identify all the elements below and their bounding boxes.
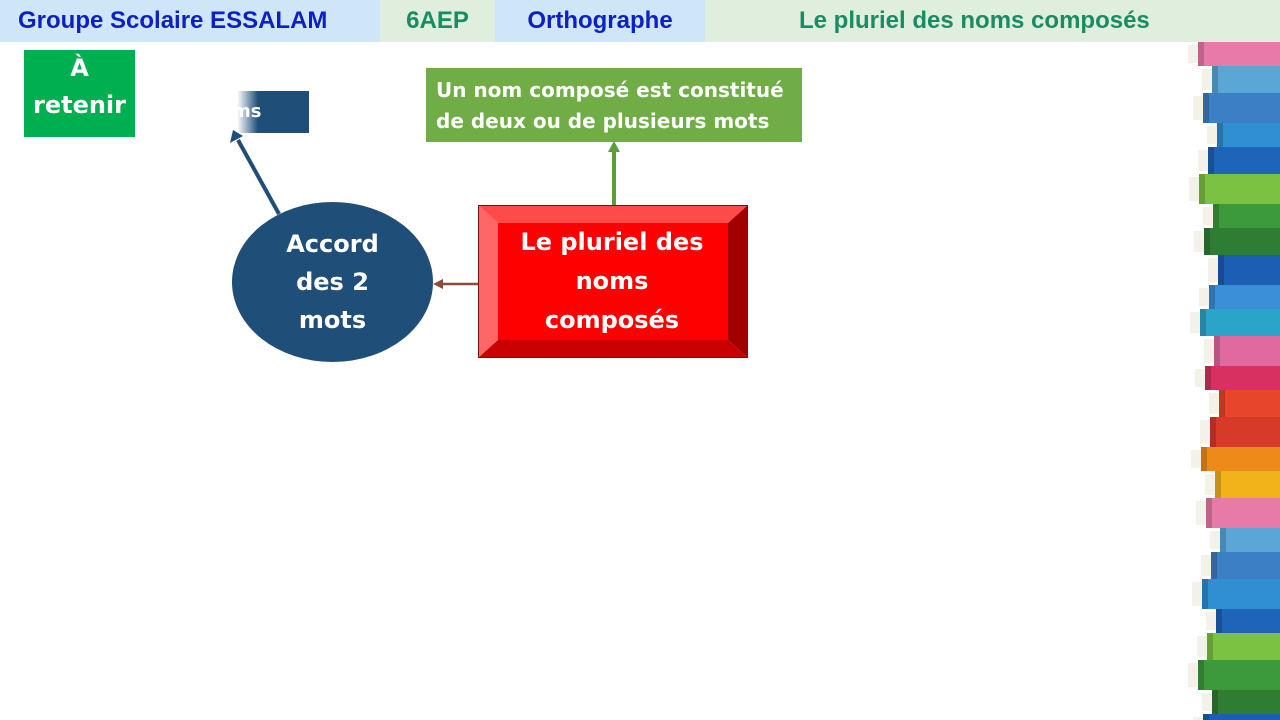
- book: [1202, 690, 1280, 714]
- partial-label-box: ms: [232, 91, 309, 133]
- oval-line2: des 2: [296, 268, 369, 296]
- retenir-box: À retenir: [24, 50, 135, 137]
- book: [1192, 579, 1280, 609]
- arrow-head-partial-box: [230, 130, 243, 143]
- header-topic: Le pluriel des noms composés: [705, 0, 1280, 42]
- book: [1189, 174, 1280, 204]
- oval-line1: Accord: [286, 230, 379, 258]
- book: [1204, 336, 1280, 366]
- book: [1199, 285, 1280, 309]
- book: [1193, 93, 1280, 123]
- book: [1205, 471, 1280, 498]
- main-line2: noms: [575, 267, 649, 295]
- header-level: 6AEP: [380, 0, 495, 42]
- book: [1197, 633, 1280, 660]
- book: [1188, 660, 1280, 690]
- book: [1209, 390, 1280, 417]
- book: [1208, 255, 1280, 285]
- book: [1196, 498, 1280, 528]
- definition-line2: de deux ou de plusieurs mots: [436, 109, 770, 133]
- book: [1203, 204, 1280, 228]
- connector-arrows: [230, 130, 620, 289]
- book: [1201, 552, 1280, 579]
- book: [1188, 42, 1280, 66]
- arrow-to-partial-box: [236, 139, 281, 215]
- oval-line3: mots: [298, 306, 367, 334]
- book-stack-icon: [1188, 42, 1280, 720]
- book: [1200, 417, 1280, 447]
- retenir-line2: retenir: [32, 91, 126, 119]
- wipe-fade: [232, 91, 258, 133]
- book: [1206, 609, 1280, 633]
- main-topic-box: Le pluriel des noms composés: [478, 205, 748, 358]
- header-school: Groupe Scolaire ESSALAM: [0, 0, 380, 42]
- header-subject: Orthographe: [495, 0, 705, 42]
- book: [1191, 447, 1280, 471]
- main-box-bevel: [478, 205, 748, 358]
- accord-oval: Accord des 2 mots: [232, 202, 433, 362]
- definition-box: Un nom composé est constitué de deux ou …: [426, 68, 802, 142]
- main-topic-text: Le pluriel des noms composés: [496, 223, 728, 340]
- book: [1190, 309, 1280, 336]
- book: [1207, 123, 1280, 147]
- definition-line1: Un nom composé est constitué: [436, 78, 784, 102]
- book: [1193, 714, 1280, 720]
- arrow-head-oval: [433, 279, 443, 289]
- main-line3: composés: [544, 306, 680, 334]
- book: [1198, 147, 1280, 174]
- main-line1: Le pluriel des: [520, 228, 704, 256]
- book: [1210, 528, 1280, 552]
- retenir-line1: À: [70, 54, 89, 82]
- book: [1194, 228, 1280, 255]
- book: [1202, 66, 1280, 93]
- arrow-head-definition: [608, 141, 620, 152]
- book: [1195, 366, 1280, 390]
